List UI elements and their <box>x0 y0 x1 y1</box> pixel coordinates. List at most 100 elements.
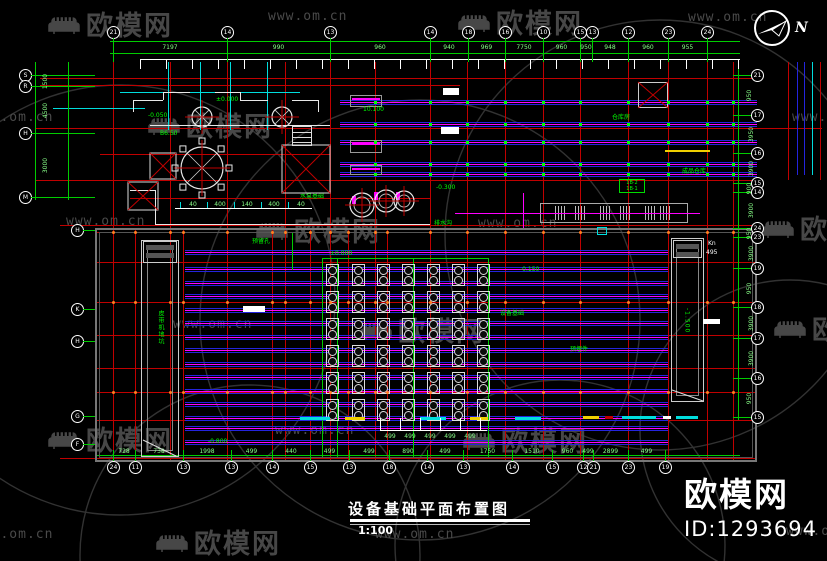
foundation-bolt-circle <box>404 357 413 366</box>
foundation-bolt-circle <box>379 303 388 312</box>
foundation-bolt-circle <box>429 320 438 329</box>
utility-line-cyan <box>267 62 268 130</box>
stairs-block <box>292 126 312 146</box>
green-label-row: 1B·1 <box>626 186 638 192</box>
node-marker-orange <box>466 301 469 304</box>
magenta-tick <box>374 192 378 200</box>
foundation-bolt-circle <box>454 320 463 329</box>
grid-line-red <box>130 198 430 199</box>
conveyor-line <box>340 142 757 143</box>
watermark-brand: 欧模网 <box>762 208 827 247</box>
conveyor-line <box>185 298 668 299</box>
node-marker-orange <box>386 391 389 394</box>
node-marker-orange <box>429 391 432 394</box>
foundation-bolt-circle <box>404 320 413 329</box>
foundation-bolt-circle <box>379 384 388 393</box>
conveyor-line <box>185 267 668 268</box>
node-marker-green <box>732 123 735 126</box>
grid-bubble: 17 <box>751 332 764 345</box>
foundation-bolt-circle <box>404 374 413 383</box>
foundation-bolt-circle <box>454 276 463 285</box>
pit-header-bar <box>676 244 699 249</box>
foundation-bolt-circle <box>379 266 388 275</box>
dimension-number: 499 <box>424 433 436 440</box>
pit-header-bar <box>146 253 174 258</box>
node-marker-green <box>667 141 670 144</box>
sofa-logo-icon <box>774 318 806 338</box>
dimension-number: 890 <box>402 448 414 455</box>
grid-bubble: 13 <box>225 461 238 474</box>
foundation-bolt-circle <box>354 266 363 275</box>
equipment-foundation <box>402 372 415 394</box>
grid-leader <box>113 38 114 62</box>
route-dash <box>663 416 671 419</box>
utility-line-blue <box>804 62 805 175</box>
dimension-number: 400 <box>268 201 280 208</box>
node-marker-green <box>504 163 507 166</box>
dimension-number: 140 <box>241 201 253 208</box>
grid-bubble: 14 <box>421 461 434 474</box>
foundation-bolt-circle <box>429 347 438 356</box>
node-marker-orange <box>732 301 735 304</box>
dimension-number: 3950 <box>748 126 756 143</box>
survey-tick <box>400 59 401 69</box>
survey-tick <box>348 59 349 69</box>
conveyor-line <box>340 172 757 173</box>
grid-leader <box>183 450 184 461</box>
equipment-foundation <box>427 264 440 286</box>
node-marker-orange <box>271 301 274 304</box>
grid-leader <box>733 237 751 238</box>
conveyor-line <box>185 269 668 270</box>
equipment-foundation <box>427 318 440 340</box>
wall-outline <box>318 100 319 112</box>
survey-tick <box>478 59 479 69</box>
foundation-bolt-circle <box>354 347 363 356</box>
survey-tick <box>296 59 297 69</box>
conveyor-line <box>185 406 668 407</box>
site-brand-block: 欧模网 ID:1293694 <box>684 468 817 541</box>
watermark-brand-text: 欧模网 <box>86 11 173 42</box>
annotation-label: B6.50 <box>160 130 178 137</box>
grid-bubble: 11 <box>129 461 142 474</box>
survey-tick <box>322 59 323 69</box>
grid-leader <box>512 450 513 461</box>
dimension-number: 499 <box>245 448 258 455</box>
conveyor-line <box>340 124 757 125</box>
rosette-spoke <box>274 116 283 125</box>
equipment-foundation <box>352 318 365 340</box>
grid-leader <box>330 38 331 62</box>
grid-leader <box>31 86 95 87</box>
dimension-line-green <box>68 62 69 200</box>
node-marker-green <box>504 123 507 126</box>
foundation-bolt-circle <box>404 384 413 393</box>
equipment-foundation <box>477 372 490 394</box>
node-marker-orange <box>347 391 350 394</box>
grid-line-red <box>272 230 273 464</box>
conveyor-head-line <box>352 168 380 170</box>
equipment-foundation <box>452 291 465 313</box>
electrical-room-box <box>638 82 668 108</box>
leftPit-header <box>143 241 177 263</box>
annotation-label: 水泵基础 <box>300 193 325 200</box>
equipment-foundation <box>477 318 490 340</box>
grid-line-red <box>733 62 734 460</box>
node-marker-orange <box>466 231 469 234</box>
foundation-bolt-circle <box>479 266 488 275</box>
conveyor-head-box <box>350 140 382 153</box>
foundation-bolt-circle <box>479 384 488 393</box>
node-marker-green <box>374 123 377 126</box>
survey-tick <box>207 202 208 208</box>
node-marker-orange <box>374 231 377 234</box>
cyan-marker-box <box>597 227 607 235</box>
conveyor-line <box>340 164 757 165</box>
foundation-bolt-circle <box>479 374 488 383</box>
grid-leader <box>592 38 593 62</box>
pad-diagonal <box>149 152 177 180</box>
survey-tick <box>440 418 441 430</box>
watermark-url: www.om.cn <box>173 317 252 332</box>
conveyor-line <box>185 294 668 295</box>
node-marker-green <box>732 101 735 104</box>
node-marker-green <box>627 101 630 104</box>
node-marker-orange <box>429 231 432 234</box>
